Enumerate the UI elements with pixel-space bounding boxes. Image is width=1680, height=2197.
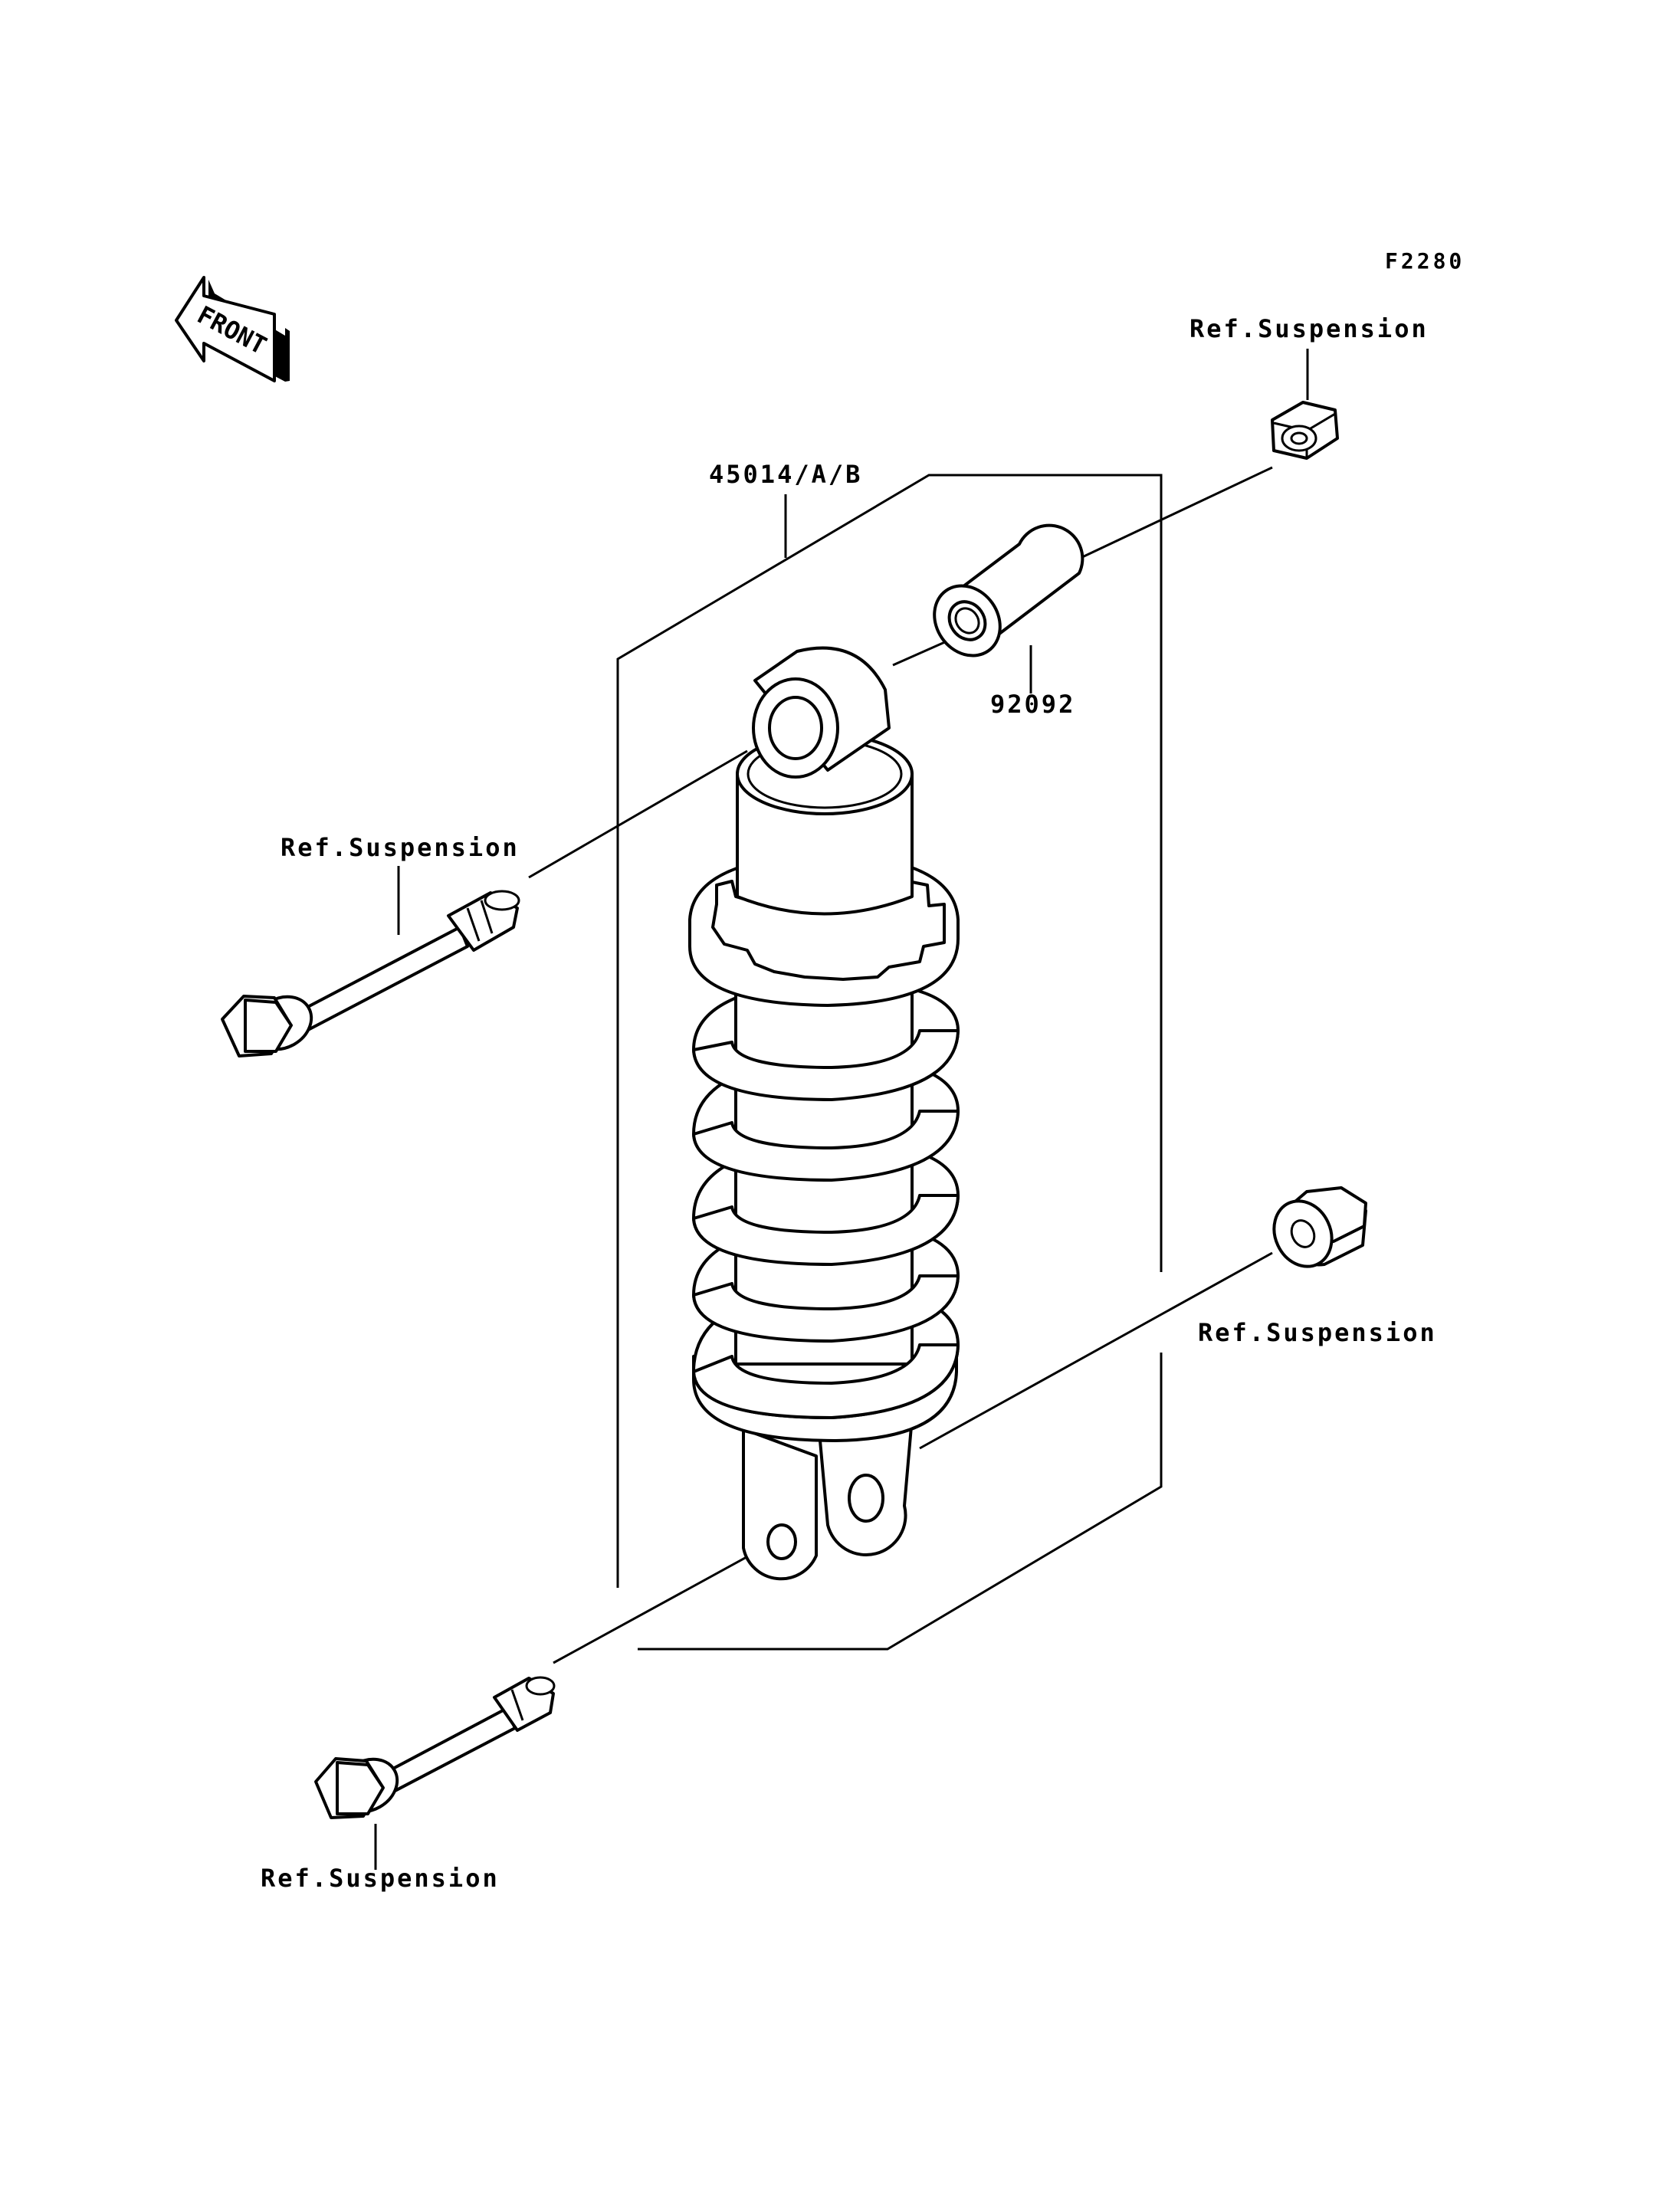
ref-suspension-bottom-left: Ref.Suspension	[261, 1864, 500, 1893]
assembly-bracket	[616, 474, 1163, 1651]
ref-suspension-lower-right: Ref.Suspension	[1198, 1318, 1437, 1347]
upper-bolt-icon	[221, 890, 520, 1058]
ref-suspension-upper-left: Ref.Suspension	[281, 833, 520, 862]
front-arrow-icon: FRONT	[175, 276, 290, 382]
collar-92092-icon	[933, 523, 1084, 657]
lower-nut-icon	[1272, 1186, 1367, 1268]
top-nut-icon	[1271, 401, 1339, 460]
collar-part-number: 92092	[990, 690, 1075, 719]
figure-code: F2280	[1385, 248, 1465, 274]
shock-absorber-part-number: 45014/A/B	[709, 460, 862, 489]
shock-absorber-icon	[688, 646, 960, 1581]
ref-suspension-top-right: Ref.Suspension	[1189, 314, 1429, 343]
lower-bolt-icon	[314, 1676, 556, 1819]
